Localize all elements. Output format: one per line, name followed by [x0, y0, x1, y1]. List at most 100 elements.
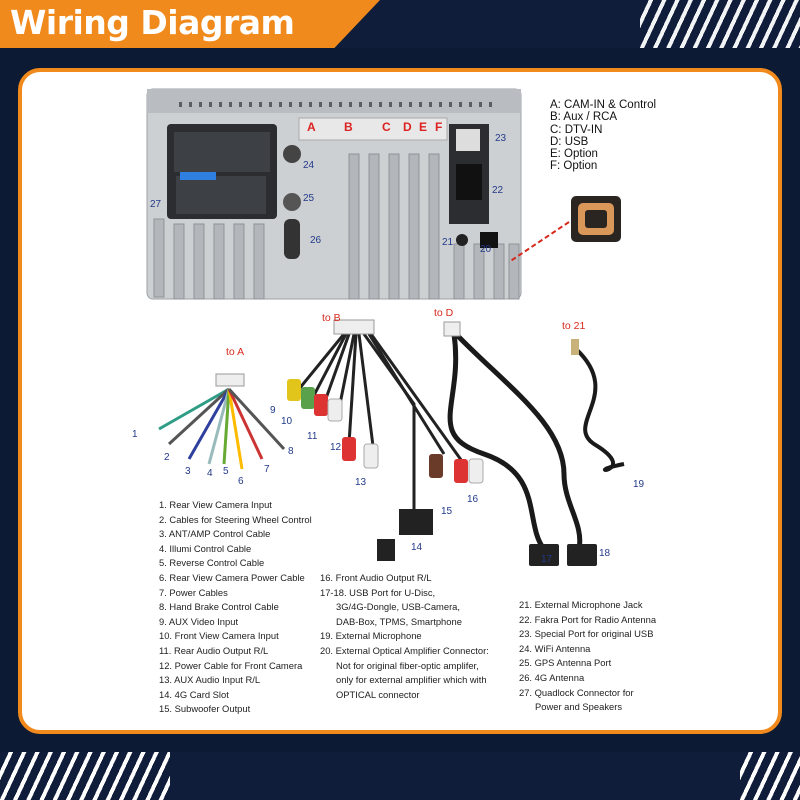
unit-letter-d: D — [403, 120, 412, 134]
legend-item: 21. External Microphone Jack — [519, 599, 643, 610]
legend-item: 19. External Microphone — [320, 630, 422, 642]
legend-item: 9. AUX Video Input — [159, 615, 239, 627]
callout-9: 9 — [270, 405, 276, 416]
legend-item: 8. Hand Brake Control Cable — [159, 601, 279, 613]
callout-2: 2 — [164, 452, 170, 463]
port-legend-item: C: DTV-IN — [550, 123, 603, 136]
unit-letter-f: F — [435, 120, 443, 134]
legend-item: 25. GPS Antenna Port — [519, 657, 612, 669]
footer-stripes-left — [0, 752, 170, 800]
port-legend-item: D: USB — [550, 135, 589, 148]
legend-item: 20. External Optical Amplifier Connector… — [320, 644, 489, 656]
legend-item: 5. Reverse Control Cable — [159, 557, 265, 569]
legend-item: 3. ANT/AMP Control Cable — [159, 528, 271, 540]
port-legend-item: E: Option — [550, 148, 598, 161]
port-legend: A: CAM-IN & Control B: Aux / RCA C: DTV-… — [550, 99, 656, 173]
port-block — [298, 117, 448, 141]
callout-26: 26 — [310, 235, 322, 246]
legend-item: 3G/4G-Dongle, USB-Camera, — [336, 601, 461, 613]
gps-antenna-port — [283, 193, 301, 211]
footer-band — [0, 752, 800, 800]
4g-antenna-port — [284, 219, 300, 259]
callout-22: 22 — [492, 185, 504, 196]
unit-letter-e: E — [419, 120, 428, 134]
port-legend-item: A: CAM-IN & Control — [550, 99, 657, 111]
optical-port — [480, 232, 498, 248]
legend-item: 1. Rear View Camera Input — [159, 499, 272, 510]
legend-item: 14. 4G Card Slot — [159, 688, 229, 700]
legend-item: Not for original fiber-optic amplifer, — [336, 659, 479, 671]
callout-11: 11 — [307, 431, 318, 442]
usb-port-17 — [529, 544, 559, 566]
callout-4: 4 — [207, 468, 213, 479]
wiring-illustration — [146, 88, 625, 566]
4g-card-slot — [399, 509, 433, 535]
legend-item: 10. Front View Camera Input — [159, 630, 279, 642]
legend-item: 17-18. USB Port for U-Disc, — [320, 586, 436, 598]
usb-cable-17 — [447, 333, 547, 551]
tag-to-d: to D — [434, 307, 454, 319]
callout-15: 15 — [441, 506, 453, 517]
legend-item: 23. Special Port for original USB — [519, 628, 654, 640]
unit-letter-a: A — [307, 120, 316, 134]
callout-16: 16 — [467, 494, 479, 505]
usb-cable-18 — [454, 332, 583, 550]
legend-item: 12. Power Cable for Front Camera — [159, 659, 303, 671]
callout-23: 23 — [495, 133, 507, 144]
port-legend-item: F: Option — [550, 160, 598, 173]
mic-jack — [456, 234, 468, 246]
callout-6: 6 — [238, 476, 244, 487]
callout-24: 24 — [303, 160, 315, 171]
legend-item: Power and Speakers — [535, 701, 623, 713]
unit-letter-c: C — [382, 120, 391, 134]
callout-27: 27 — [150, 199, 162, 210]
legend-list-right: 21. External Microphone Jack 22. Fakra P… — [519, 598, 656, 715]
legend-item: only for external amplifier which with — [336, 674, 487, 686]
unit-letter-b: B — [344, 120, 353, 134]
harness-a — [158, 387, 286, 470]
callout-5: 5 — [223, 466, 229, 477]
footer-stripes-right — [740, 752, 800, 800]
callout-3: 3 — [185, 466, 191, 477]
legend-item: DAB-Box, TPMS, Smartphone — [336, 615, 462, 627]
top-vents — [179, 102, 492, 107]
tag-to-a: to A — [226, 346, 245, 358]
legend-item: 2. Cables for Steering Wheel Control — [159, 513, 312, 525]
callout-18: 18 — [599, 548, 611, 559]
header-stripes — [640, 0, 800, 48]
tag-to-b: to B — [322, 312, 341, 324]
legend-item: OPTICAL connector — [336, 688, 420, 700]
tag-to-21: to 21 — [562, 320, 586, 332]
header-accent — [0, 0, 380, 48]
header-banner: Wiring Diagram — [0, 0, 800, 48]
rca-plugs — [287, 379, 484, 484]
usb-port-18 — [567, 544, 597, 566]
legend-item: 22. Fakra Port for Radio Antenna — [519, 613, 657, 625]
legend-list-middle: 16. Front Audio Output R/L 17-18. USB Po… — [320, 571, 489, 702]
diagram-panel: A: CAM-IN & Control B: Aux / RCA C: DTV-… — [18, 68, 782, 734]
callout-14: 14 — [411, 542, 423, 553]
microphone-cable — [574, 347, 625, 472]
callout-12: 12 — [330, 442, 342, 453]
legend-item: 7. Power Cables — [159, 586, 228, 598]
callout-10: 10 — [281, 416, 293, 427]
callout-7: 7 — [264, 464, 270, 475]
callout-8: 8 — [288, 446, 294, 457]
page-title: Wiring Diagram — [10, 3, 295, 42]
wifi-antenna-port — [283, 145, 301, 163]
callout-1: 1 — [132, 429, 138, 440]
harness-b — [297, 333, 466, 524]
port-legend-item: B: Aux / RCA — [550, 111, 618, 124]
legend-item: 6. Rear View Camera Power Cable — [159, 571, 305, 583]
callout-25: 25 — [303, 193, 315, 204]
callout-17: 17 — [541, 554, 553, 565]
callout-20: 20 — [480, 244, 492, 255]
callout-19: 19 — [633, 479, 645, 490]
heatsink-fins — [153, 153, 520, 300]
legend-item: 16. Front Audio Output R/L — [320, 572, 432, 583]
legend-item: 11. Rear Audio Output R/L — [159, 644, 269, 656]
legend-item: 13. AUX Audio Input R/L — [159, 674, 261, 686]
legend-item: 26. 4G Antenna — [519, 671, 585, 683]
legend-item: 15. Subwoofer Output — [159, 703, 251, 715]
legend-item: 24. WiFi Antenna — [519, 642, 591, 654]
